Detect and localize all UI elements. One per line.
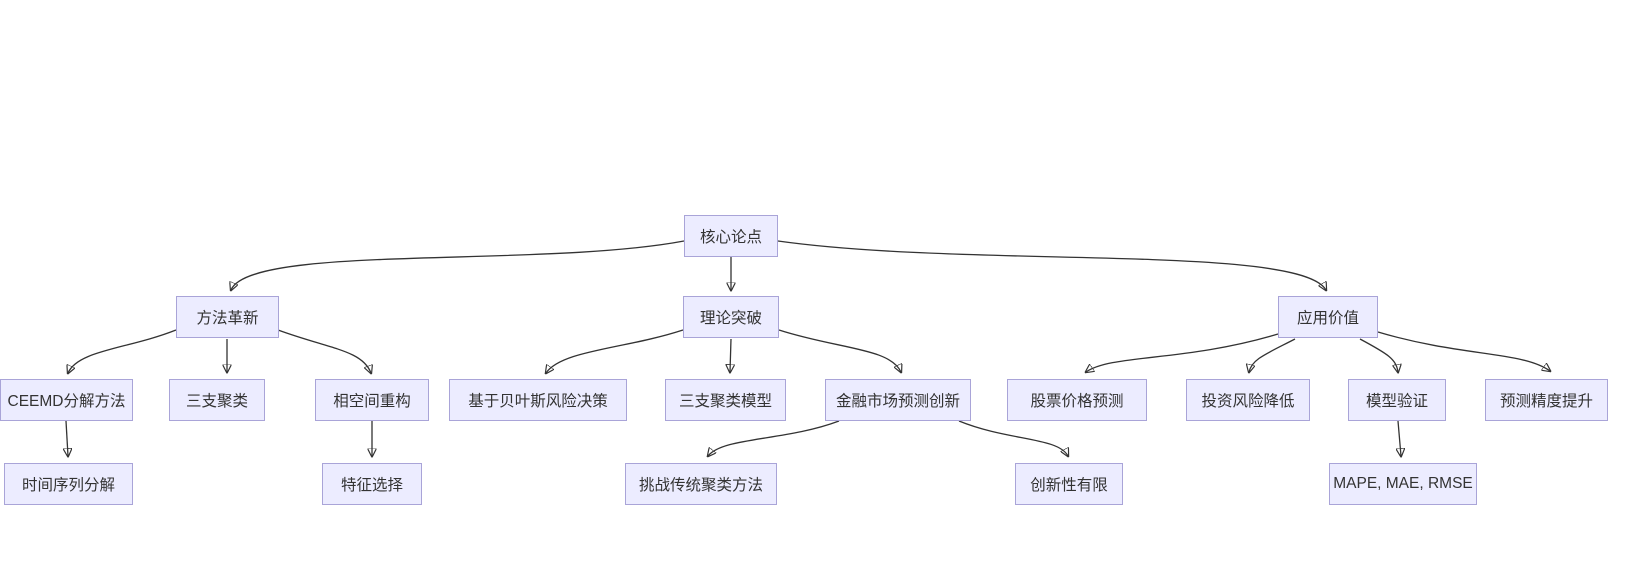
edge-method-phase xyxy=(277,329,371,373)
node-bayes: 基于贝叶斯风险决策 xyxy=(449,379,627,421)
edge-validate-mape xyxy=(1398,420,1401,456)
node-phase: 相空间重构 xyxy=(315,379,429,421)
node-limited: 创新性有限 xyxy=(1015,463,1123,505)
node-value: 应用价值 xyxy=(1278,296,1378,338)
node-theory: 理论突破 xyxy=(683,296,779,338)
node-feat-sel: 特征选择 xyxy=(322,463,422,505)
edge-value-precision xyxy=(1377,331,1550,371)
edge-value-stock xyxy=(1086,333,1279,372)
node-precision: 预测精度提升 xyxy=(1485,379,1608,421)
node-ceemd: CEEMD分解方法 xyxy=(0,379,133,421)
edge-fin_innov-challenge xyxy=(708,420,840,456)
edge-theory-fin_innov xyxy=(778,329,901,372)
edge-theory-twc_model xyxy=(730,338,731,372)
edge-theory-bayes xyxy=(546,329,684,373)
node-challenge: 挑战传统聚类方法 xyxy=(625,463,777,505)
node-validate: 模型验证 xyxy=(1348,379,1446,421)
edge-method-ceemd xyxy=(68,329,177,373)
edge-value-validate xyxy=(1359,338,1398,372)
node-core: 核心论点 xyxy=(684,215,778,257)
edge-core-method xyxy=(231,240,685,290)
node-risk: 投资风险降低 xyxy=(1186,379,1310,421)
node-method: 方法革新 xyxy=(176,296,279,338)
node-fin-innov: 金融市场预测创新 xyxy=(825,379,971,421)
edge-core-value xyxy=(777,240,1326,290)
node-threeway: 三支聚类 xyxy=(169,379,265,421)
node-mape: MAPE, MAE, RMSE xyxy=(1329,463,1477,505)
node-twc-model: 三支聚类模型 xyxy=(665,379,786,421)
node-ts-decomp: 时间序列分解 xyxy=(4,463,133,505)
edge-value-risk xyxy=(1249,338,1296,372)
edge-ceemd-ts_decomp xyxy=(66,420,68,456)
node-stock: 股票价格预测 xyxy=(1007,379,1147,421)
edge-fin_innov-limited xyxy=(958,420,1068,456)
